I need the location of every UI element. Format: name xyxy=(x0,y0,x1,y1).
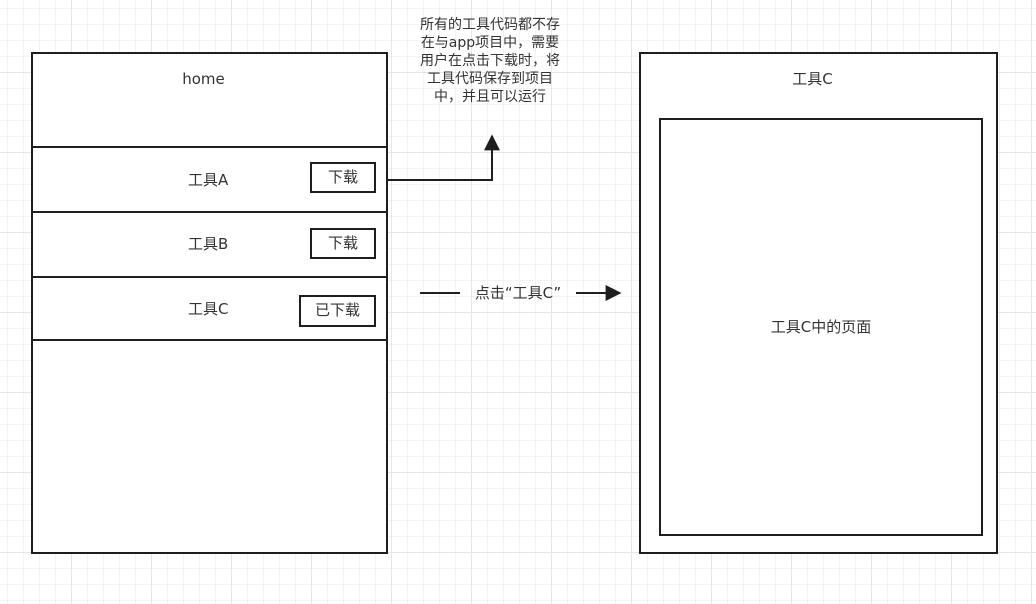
annotation-note: 所有的工具代码都不存 在与app项目中，需要 用户在点击下载时，将 工具代码保存… xyxy=(400,16,580,106)
downloaded-button-c[interactable]: 已下载 xyxy=(299,295,376,327)
download-button-a[interactable]: 下载 xyxy=(310,162,376,193)
tool-row-label: 工具A xyxy=(188,171,229,189)
annotation-line: 在与app项目中，需要 xyxy=(420,35,560,51)
tool-row-label: 工具B xyxy=(188,235,229,253)
annotation-line: 工具代码保存到项目 xyxy=(427,71,553,87)
home-screen-title: home xyxy=(182,70,225,88)
download-button-b[interactable]: 下载 xyxy=(310,228,376,259)
tool-page-label: 工具C中的页面 xyxy=(770,318,872,336)
annotation-arrow xyxy=(388,134,500,181)
annotation-line: 中，并且可以运行 xyxy=(434,89,546,105)
transition-label: 点击“工具C” xyxy=(474,284,562,302)
annotation-line: 所有的工具代码都不存 xyxy=(420,17,560,33)
tool-page-content xyxy=(659,118,983,536)
tool-screen-title: 工具C xyxy=(792,70,833,88)
annotation-line: 用户在点击下载时，将 xyxy=(420,53,560,69)
tool-row-label: 工具C xyxy=(188,300,229,318)
